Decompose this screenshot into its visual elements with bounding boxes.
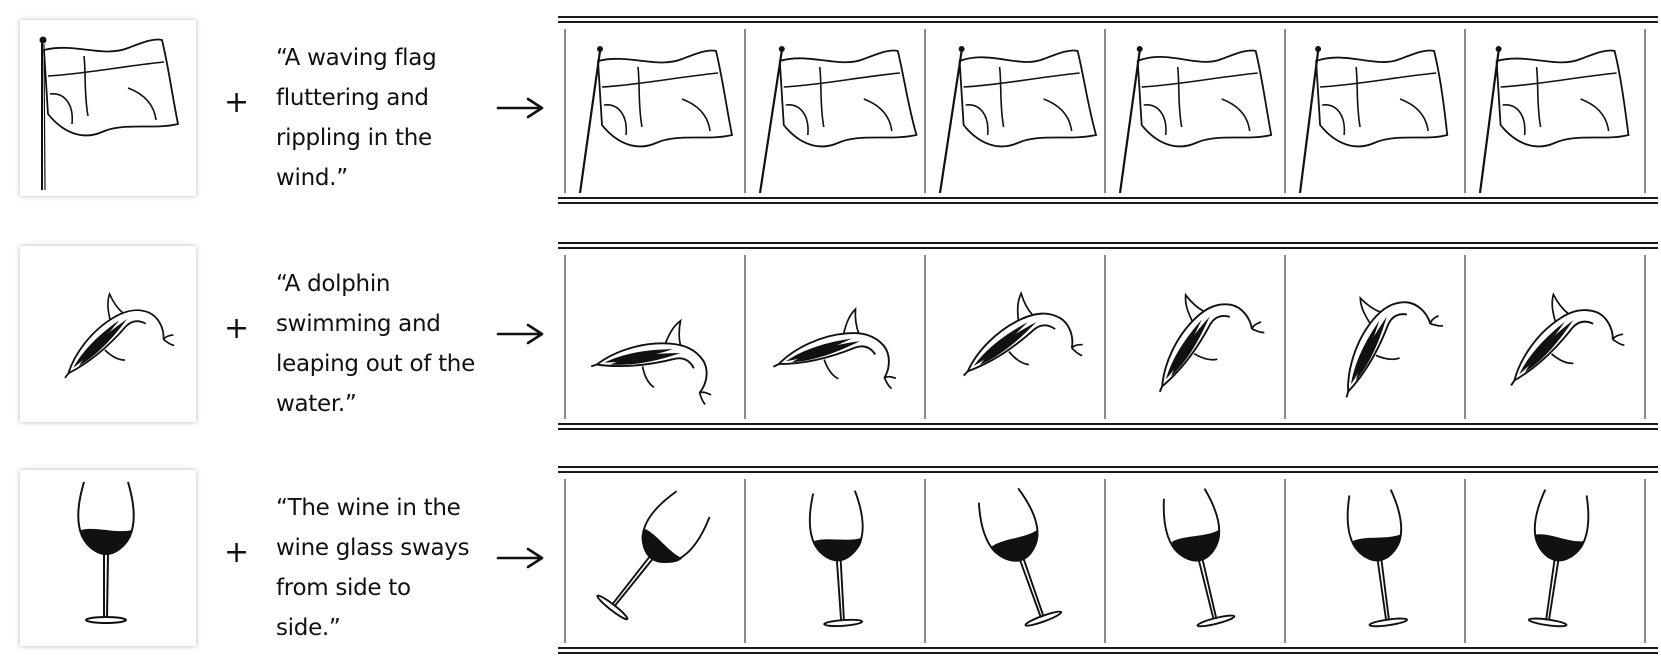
flag-frame-sketch bbox=[1118, 46, 1273, 193]
frame-divider bbox=[1644, 29, 1658, 193]
wine-glass-frame-sketch bbox=[1527, 489, 1590, 628]
animation-frame bbox=[1104, 29, 1284, 193]
text-prompt: “A dolphin swimming and leaping out of t… bbox=[276, 271, 475, 417]
dolphin-frame-sketch bbox=[1510, 292, 1625, 386]
filmstrip-rail bbox=[558, 202, 1658, 204]
filmstrip-rail bbox=[558, 647, 1658, 649]
dolphin-frame-sketch bbox=[1158, 292, 1265, 393]
animation-frame bbox=[1464, 479, 1644, 643]
animation-filmstrip bbox=[558, 466, 1658, 656]
flag-frame-sketch bbox=[1298, 46, 1449, 193]
filmstrip-rail bbox=[558, 652, 1658, 654]
right-arrow-icon bbox=[496, 323, 544, 345]
dolphin-frame-sketch bbox=[962, 291, 1083, 377]
dolphin-frame-sketch bbox=[772, 306, 897, 390]
wine-glass-frame-sketch bbox=[808, 490, 864, 628]
filmstrip-rail bbox=[558, 428, 1658, 430]
animation-frame bbox=[564, 479, 744, 643]
wine-glass-sketch bbox=[77, 481, 135, 624]
animation-frame bbox=[1284, 255, 1464, 419]
filmstrip-rail bbox=[558, 466, 1658, 468]
animation-frame bbox=[1284, 479, 1464, 643]
text-prompt: “A waving flag fluttering and rippling i… bbox=[276, 45, 437, 191]
animation-frame bbox=[1464, 29, 1644, 193]
plus-icon: + bbox=[224, 535, 250, 570]
text-prompt: “The wine in the wine glass sways from s… bbox=[276, 495, 470, 641]
animation-filmstrip bbox=[558, 16, 1658, 206]
animation-frame bbox=[924, 255, 1104, 419]
flag-sketch bbox=[39, 36, 180, 191]
filmstrip-rail bbox=[558, 197, 1658, 199]
plus-icon: + bbox=[224, 85, 250, 120]
wine-glass-frame-sketch bbox=[1162, 488, 1236, 628]
flag-frame-sketch bbox=[578, 46, 734, 193]
animation-frame bbox=[1464, 255, 1644, 419]
right-arrow-icon bbox=[496, 547, 544, 569]
flag-frame-sketch bbox=[938, 46, 1098, 193]
animation-frame bbox=[924, 479, 1104, 643]
animation-frame bbox=[744, 479, 924, 643]
wine-glass-frame-sketch bbox=[596, 490, 711, 621]
row-dolphin: + “A dolphin swimming and leaping out of … bbox=[0, 238, 1661, 438]
dolphin-frame-sketch bbox=[1345, 295, 1444, 398]
animation-filmstrip bbox=[558, 242, 1658, 432]
flag-frame-sketch bbox=[758, 46, 918, 193]
right-arrow-icon bbox=[496, 97, 544, 119]
input-sketch-flag bbox=[20, 20, 196, 196]
animation-frame bbox=[744, 29, 924, 193]
input-sketch-wine-glass bbox=[20, 470, 196, 646]
filmstrip-rail bbox=[558, 16, 1658, 18]
filmstrip-rail bbox=[558, 423, 1658, 425]
animation-frame bbox=[1104, 255, 1284, 419]
animation-frame bbox=[1104, 479, 1284, 643]
dolphin-frame-sketch bbox=[590, 318, 712, 406]
wine-glass-frame-sketch bbox=[977, 487, 1063, 627]
animation-frame bbox=[744, 255, 924, 419]
dolphin-sketch bbox=[64, 291, 175, 379]
plus-icon: + bbox=[224, 311, 250, 346]
filmstrip-rail bbox=[558, 471, 1658, 473]
filmstrip-rail bbox=[558, 247, 1658, 249]
animation-frame bbox=[1284, 29, 1464, 193]
frame-divider bbox=[1644, 479, 1658, 643]
wine-glass-frame-sketch bbox=[1346, 489, 1409, 628]
row-wine-glass: + “The wine in the wine glass sways from … bbox=[0, 462, 1661, 662]
frame-divider bbox=[1644, 255, 1658, 419]
filmstrip-rail bbox=[558, 21, 1658, 23]
row-flag: + “A waving flag fluttering and rippling … bbox=[0, 12, 1661, 212]
animation-frame bbox=[924, 29, 1104, 193]
input-sketch-dolphin bbox=[20, 246, 196, 422]
flag-frame-sketch bbox=[1478, 46, 1630, 193]
filmstrip-rail bbox=[558, 242, 1658, 244]
animation-frame bbox=[564, 255, 744, 419]
animation-frame bbox=[564, 29, 744, 193]
